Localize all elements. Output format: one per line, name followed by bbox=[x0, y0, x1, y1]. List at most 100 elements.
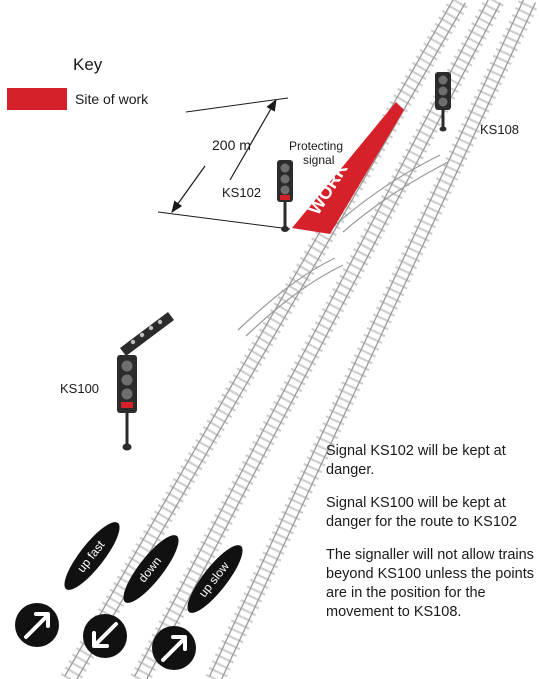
sleeper bbox=[161, 613, 181, 625]
sleeper bbox=[217, 507, 237, 519]
sleeper bbox=[300, 347, 320, 359]
sleeper bbox=[172, 593, 192, 605]
route-indicator-feather bbox=[120, 312, 174, 356]
sleeper bbox=[514, 7, 534, 18]
signal-danger-aspect bbox=[121, 402, 133, 408]
sleeper bbox=[240, 360, 259, 373]
signal-lamp bbox=[280, 174, 290, 184]
crossover-points bbox=[237, 154, 449, 337]
sleeper bbox=[130, 673, 143, 679]
sleeper bbox=[262, 551, 282, 562]
sleeper bbox=[252, 571, 272, 583]
sleeper bbox=[467, 28, 487, 40]
sleeper bbox=[464, 115, 484, 127]
sleeper bbox=[438, 16, 457, 29]
sleeper bbox=[445, 156, 465, 168]
sleeper bbox=[276, 394, 296, 406]
sleeper bbox=[350, 360, 370, 372]
sleeper bbox=[218, 646, 238, 657]
note-3: The signaller will not allow trains beyo… bbox=[326, 547, 534, 620]
sleeper bbox=[339, 274, 358, 286]
note-2: Signal KS100 will be kept at danger for … bbox=[326, 495, 518, 530]
sleeper bbox=[366, 326, 386, 338]
signal-lamp bbox=[280, 185, 290, 195]
sleeper bbox=[422, 115, 442, 127]
rail bbox=[220, 2, 537, 679]
sleeper bbox=[426, 35, 446, 48]
sleeper bbox=[227, 487, 247, 499]
key: Key Site of work bbox=[7, 55, 149, 110]
signal-lamp bbox=[121, 374, 133, 386]
note-1: Signal KS102 will be kept at danger. bbox=[326, 443, 506, 478]
sleeper bbox=[290, 490, 310, 501]
signal-lamp bbox=[280, 163, 290, 173]
protecting-label-line2: signal bbox=[303, 153, 334, 167]
sleeper bbox=[281, 510, 301, 521]
signal-lamp bbox=[121, 360, 133, 372]
sleeper bbox=[341, 381, 361, 392]
sleeper bbox=[467, 109, 487, 120]
sleeper bbox=[325, 415, 345, 426]
sleeper bbox=[221, 393, 240, 406]
sleeper bbox=[259, 558, 279, 569]
sleeper bbox=[415, 55, 435, 68]
sleeper bbox=[165, 490, 184, 503]
sleeper bbox=[255, 564, 276, 576]
sleeper bbox=[457, 129, 478, 140]
sleeper bbox=[191, 445, 210, 458]
sleeper bbox=[304, 341, 324, 353]
sleeper bbox=[483, 75, 503, 86]
work-band bbox=[292, 102, 404, 234]
sleeper bbox=[410, 231, 430, 242]
sleeper bbox=[180, 464, 199, 477]
sleeper bbox=[184, 458, 203, 471]
sleeper bbox=[380, 194, 400, 207]
sleeper bbox=[246, 585, 266, 596]
sleeper bbox=[356, 347, 377, 358]
sleeper bbox=[243, 354, 263, 367]
sleeper bbox=[315, 435, 336, 447]
sleeper bbox=[176, 471, 196, 484]
sleeper bbox=[214, 513, 233, 526]
sleeper bbox=[388, 279, 408, 290]
sleeper bbox=[157, 503, 177, 516]
sleeper bbox=[213, 406, 233, 419]
sleeper bbox=[489, 61, 509, 72]
crossover-upper bbox=[334, 154, 441, 226]
sleeper bbox=[517, 0, 538, 11]
sleeper bbox=[200, 540, 219, 552]
sleeper bbox=[284, 503, 304, 515]
sleeper bbox=[450, 61, 470, 74]
sleeper bbox=[311, 327, 331, 339]
sleeper bbox=[331, 401, 351, 413]
signal-ks108 bbox=[435, 72, 451, 132]
sleeper bbox=[287, 496, 307, 508]
sleeper bbox=[396, 87, 416, 100]
sleeper bbox=[202, 425, 222, 438]
sleeper bbox=[228, 380, 248, 393]
signal-ks102 bbox=[277, 160, 293, 232]
sleeper bbox=[490, 0, 504, 7]
sleeper bbox=[473, 95, 493, 106]
sleeper bbox=[210, 520, 230, 532]
sleeper bbox=[420, 211, 440, 222]
sleeper bbox=[208, 666, 228, 678]
rail bbox=[134, 0, 489, 677]
ks102-label: KS102 bbox=[222, 185, 261, 200]
sleeper bbox=[238, 467, 258, 479]
sleeper bbox=[230, 619, 250, 630]
sleeper bbox=[154, 510, 173, 523]
protecting-label-line1: Protecting bbox=[289, 139, 343, 153]
sleeper bbox=[288, 276, 308, 289]
sleeper bbox=[400, 81, 420, 94]
sleeper bbox=[325, 301, 344, 313]
crossover-lower bbox=[245, 264, 344, 337]
sleeper bbox=[372, 313, 392, 324]
sleeper bbox=[296, 263, 315, 276]
sleeper bbox=[169, 484, 188, 497]
sleeper bbox=[432, 183, 452, 195]
sleeper bbox=[474, 15, 494, 27]
crossover-upper bbox=[342, 161, 449, 233]
sleeper bbox=[205, 673, 218, 679]
